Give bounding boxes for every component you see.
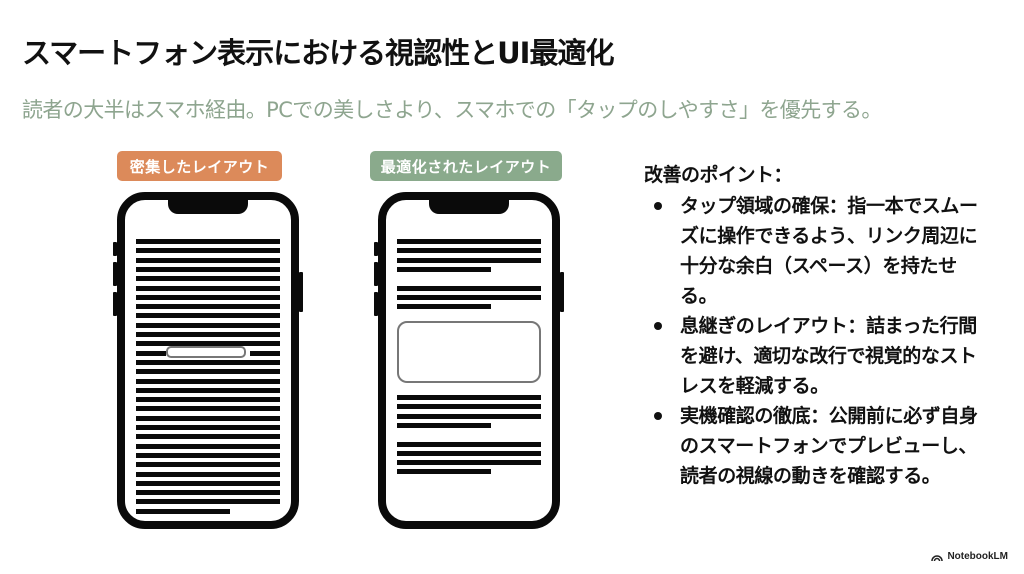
text-line-placeholder	[136, 462, 280, 468]
phone-side-button	[113, 242, 117, 256]
text-line-placeholder	[136, 508, 230, 514]
slide-title: スマートフォン表示における視認性とUI最適化	[22, 36, 614, 70]
text-line-placeholder	[397, 248, 541, 254]
text-line-placeholder	[250, 350, 280, 356]
text-line-placeholder	[136, 313, 280, 319]
points-heading: 改善のポイント：	[644, 164, 793, 186]
text-line-placeholder	[136, 434, 280, 440]
text-line-placeholder	[136, 452, 280, 458]
text-line-placeholder	[397, 266, 491, 272]
text-line-placeholder	[136, 425, 280, 430]
text-line-placeholder	[397, 239, 541, 244]
phone-side-button	[374, 292, 378, 316]
text-line-placeholder	[136, 350, 166, 356]
text-line-placeholder	[136, 471, 280, 477]
text-line-placeholder	[397, 257, 541, 263]
text-line-placeholder	[136, 239, 280, 244]
text-line-placeholder	[136, 294, 280, 300]
text-line-placeholder	[136, 332, 280, 337]
phone-side-button	[113, 262, 117, 286]
text-line-placeholder	[136, 341, 280, 347]
text-line-placeholder	[136, 415, 280, 421]
text-line-placeholder	[136, 257, 280, 263]
text-line-placeholder	[136, 359, 280, 365]
text-line-placeholder	[136, 266, 280, 272]
phone-side-button	[560, 272, 564, 312]
text-line-placeholder	[397, 395, 541, 400]
text-line-placeholder	[397, 450, 541, 456]
text-line-placeholder	[136, 322, 280, 328]
phone-notch	[429, 198, 509, 214]
phone-side-button	[299, 272, 303, 312]
optimized-layout-badge: 最適化されたレイアウト	[370, 151, 562, 181]
text-line-placeholder	[136, 490, 280, 496]
text-line-placeholder	[397, 441, 541, 447]
text-line-placeholder	[136, 397, 280, 403]
phone-side-button	[113, 292, 117, 316]
dense-layout-badge: 密集したレイアウト	[117, 151, 282, 181]
point-item: 実機確認の徹底：公開前に必ず自身のスマートフォンでプレビューし、読者の視線の動き…	[644, 401, 1004, 491]
improvement-points: 改善のポイント： タップ領域の確保：指一本でスムーズに操作できるよう、リンク周辺…	[644, 160, 1004, 491]
text-line-placeholder	[397, 469, 491, 475]
text-line-placeholder	[397, 294, 541, 300]
bullet-icon	[654, 202, 662, 210]
bullet-icon	[654, 322, 662, 330]
text-line-placeholder	[136, 378, 280, 384]
text-line-placeholder	[397, 404, 541, 410]
notebooklm-logo-icon	[931, 554, 944, 561]
text-line-placeholder	[136, 369, 280, 375]
slide-subtitle: 読者の大半はスマホ経由。PCでの美しさより、スマホでの「タップのしやすさ」を優先…	[22, 98, 882, 122]
text-line-placeholder	[397, 304, 491, 310]
phone-side-button	[374, 242, 378, 256]
point-item: 息継ぎのレイアウト：詰まった行間を避け、適切な改行で視覚的なストレスを軽減する。	[644, 311, 1004, 401]
bullet-icon	[654, 412, 662, 420]
text-line-placeholder	[136, 443, 280, 449]
dense-phone-mockup	[113, 192, 303, 529]
text-line-placeholder	[136, 387, 280, 393]
point-item: タップ領域の確保：指一本でスムーズに操作できるよう、リンク周辺に十分な余白（スペ…	[644, 191, 1004, 311]
text-line-placeholder	[397, 460, 541, 466]
text-line-placeholder	[136, 276, 280, 282]
text-line-placeholder	[136, 480, 280, 486]
text-line-placeholder	[136, 304, 280, 310]
phone-notch	[168, 198, 248, 214]
text-line-placeholder	[397, 285, 541, 291]
text-line-placeholder	[136, 285, 280, 291]
text-line-placeholder	[397, 413, 541, 419]
optimized-phone-mockup	[374, 192, 564, 529]
large-tap-target	[397, 321, 541, 383]
text-line-placeholder	[136, 499, 280, 505]
text-line-placeholder	[136, 406, 280, 412]
phone-side-button	[374, 262, 378, 286]
text-line-placeholder	[136, 248, 280, 254]
notebooklm-branding: NotebookLM	[931, 551, 1008, 562]
small-tap-target	[166, 346, 246, 358]
text-line-placeholder	[397, 422, 491, 428]
